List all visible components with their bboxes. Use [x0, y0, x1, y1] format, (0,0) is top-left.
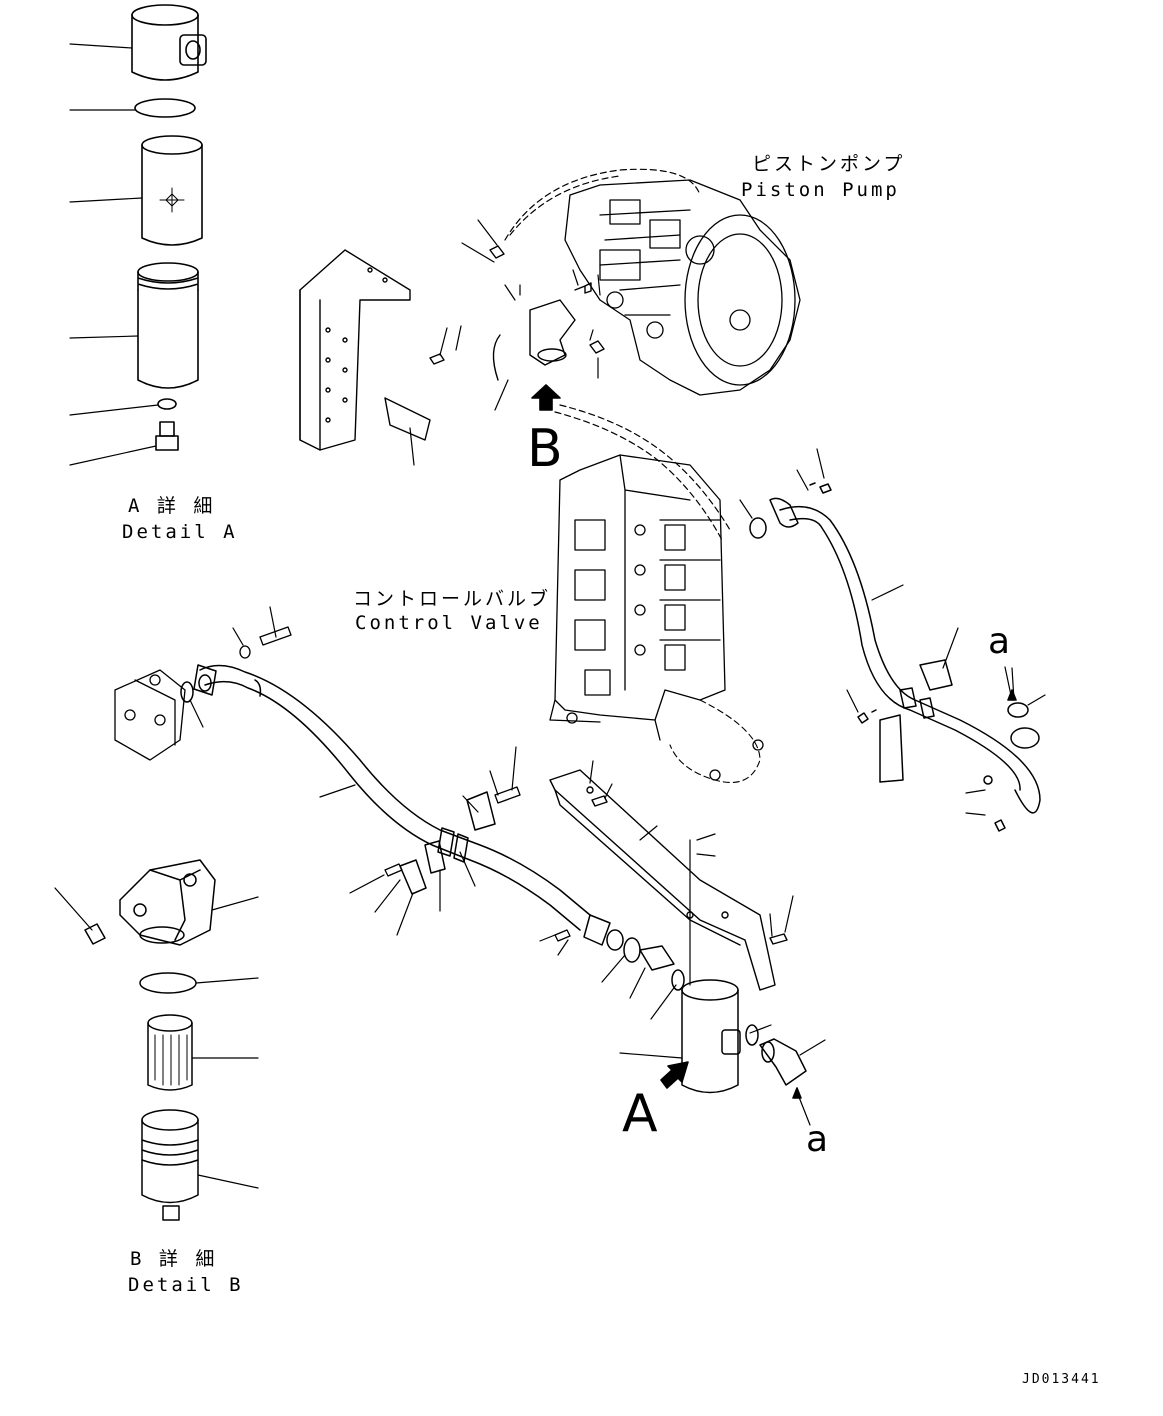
leader-lines-b-head [409, 219, 601, 466]
arrow-label-a-upper: a [988, 621, 1011, 662]
o-ring-b1 [139, 972, 197, 994]
leader-lines-filter [619, 667, 1015, 1126]
piston-pump [564, 179, 801, 396]
valve-port-block [114, 669, 186, 761]
piston-pump-label-en: Piston Pump [741, 179, 900, 201]
filter-head-b-assembly [429, 245, 605, 381]
arrow-a-lower-head [792, 1087, 802, 1099]
leader-lines-right [739, 448, 1046, 816]
detail-a-label-en: Detail A [122, 521, 238, 543]
arrow-label-a-lower: a [806, 1119, 829, 1160]
dashed-hoses [504, 168, 731, 541]
filter-head-b [84, 859, 216, 946]
filter-element-a [141, 135, 203, 246]
detail-a-label-jp: A 詳 細 [128, 495, 216, 517]
right-pipe-assembly [749, 482, 1041, 832]
detail-b-label-en: Detail B [128, 1274, 244, 1296]
leader-lines-left [189, 606, 677, 1020]
mounting-bracket [299, 249, 431, 451]
view-b-letter: B [527, 419, 563, 479]
dashed-valve-lines [669, 699, 761, 784]
lower-stay-bracket [549, 769, 788, 991]
control-valve-label-en: Control Valve [355, 612, 543, 634]
filter-element-b [147, 1014, 193, 1091]
view-b-arrow [531, 384, 561, 411]
o-ring-a1 [134, 98, 196, 118]
control-valve [549, 454, 764, 781]
leader-lines-a [69, 43, 159, 466]
leader-lines-stay [589, 760, 794, 986]
left-long-pipe [180, 664, 685, 991]
filter-case-a [137, 262, 199, 389]
o-ring-a2 [157, 398, 177, 410]
main-filter [681, 979, 807, 1094]
detail-b-label-jp: B 詳 細 [130, 1248, 218, 1270]
filter-head-a [131, 4, 207, 81]
detail-b-filter-assembly [54, 859, 259, 1221]
drain-plug-a [155, 421, 179, 451]
control-valve-label-jp: コントロールバルブ [353, 588, 552, 610]
leader-lines-b [54, 887, 259, 1189]
view-a-arrow [660, 1061, 689, 1089]
bolts-left [239, 626, 571, 942]
detail-a-filter-assembly [69, 4, 207, 466]
arrow-a-upper-head [1007, 689, 1017, 701]
piston-pump-label-jp: ピストンポンプ [752, 153, 906, 175]
drawing-code: JD013441 [1022, 1372, 1101, 1387]
filter-case-b [141, 1109, 199, 1221]
view-a-letter: A [622, 1084, 658, 1144]
